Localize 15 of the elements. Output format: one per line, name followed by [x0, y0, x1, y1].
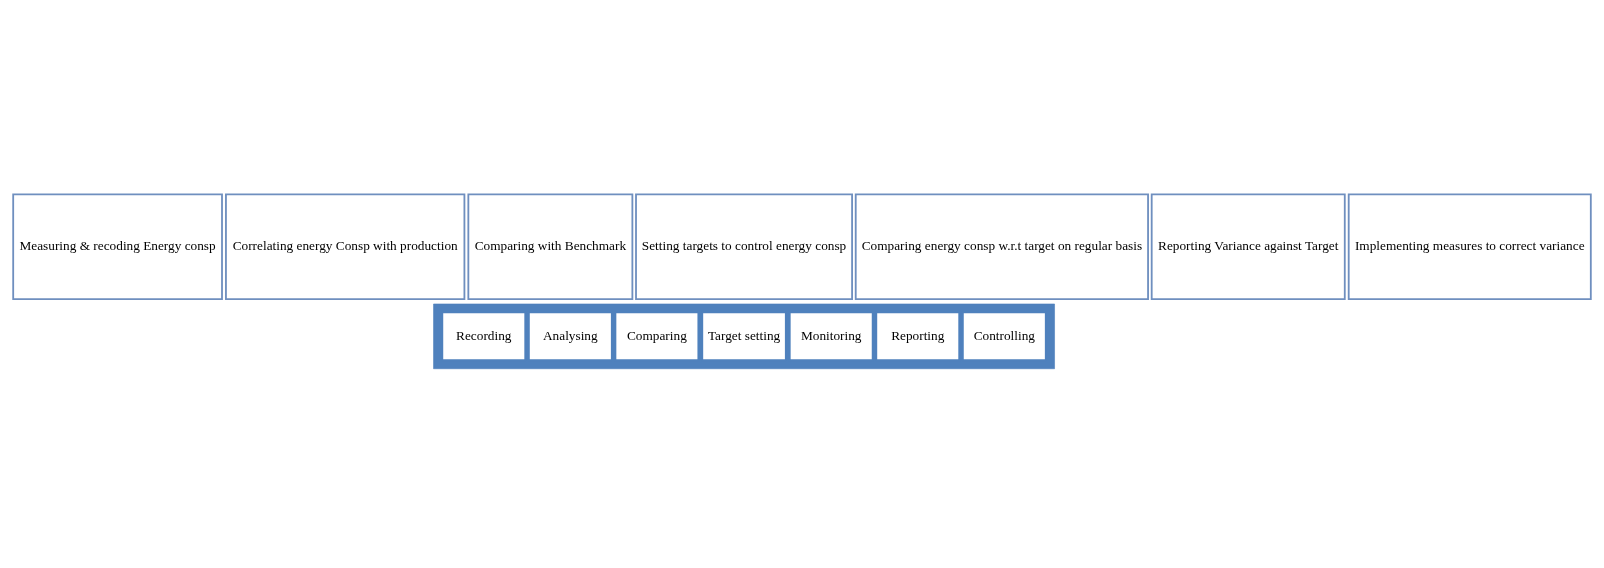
node-box: Measuring & recoding Energy consp: [12, 193, 223, 301]
node-box: Target setting: [701, 311, 787, 362]
node-box: Comparing with Benchmark: [467, 193, 634, 301]
node-box: Monitoring: [788, 311, 874, 362]
node-box: Reporting: [875, 311, 961, 362]
node-box: Comparing: [614, 311, 700, 362]
cluster: [433, 303, 1055, 370]
node-box: Controlling: [961, 311, 1047, 362]
node-box: Recording: [441, 311, 527, 362]
node-box: Setting targets to control energy consp: [635, 193, 853, 301]
node-box: Comparing energy consp w.r.t target on regular basis: [854, 193, 1149, 301]
node-box: Reporting Variance against Target: [1150, 193, 1346, 301]
node-box: Correlating energy Consp with production: [225, 193, 466, 301]
node-box: Analysing: [527, 311, 613, 362]
node-box: Implementing measures to correct variance: [1347, 193, 1592, 301]
